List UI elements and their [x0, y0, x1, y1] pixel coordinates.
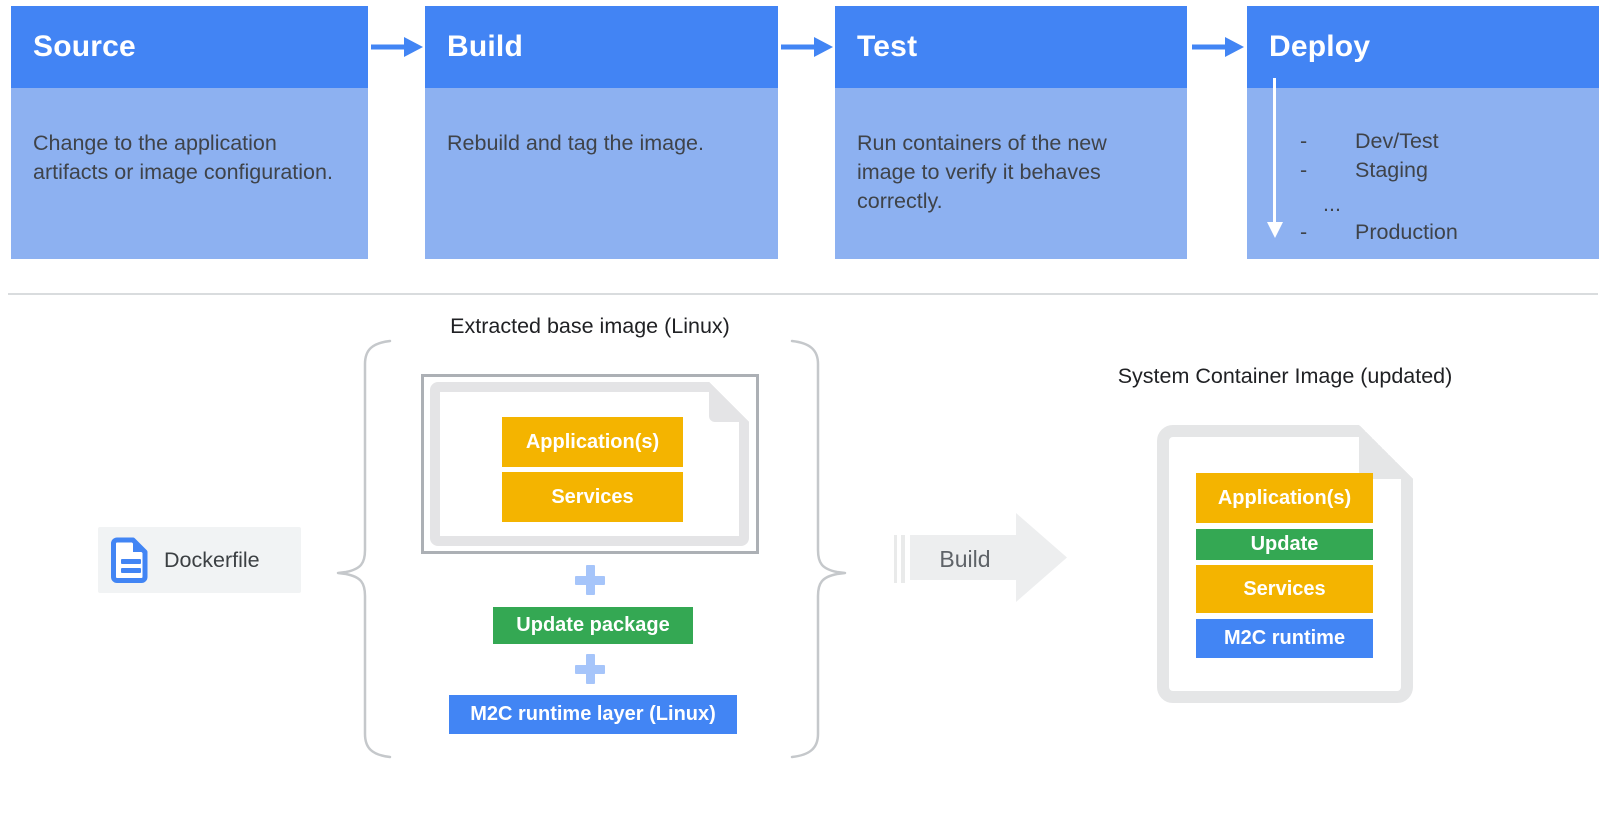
stage-title-build: Build: [425, 6, 778, 88]
arrow-right-icon: [781, 37, 833, 57]
layer-services: Services: [502, 472, 683, 522]
left-curly-brace: [336, 339, 392, 759]
system-container-image-title: System Container Image (updated): [1117, 364, 1453, 388]
update-package-box: Update package: [493, 607, 693, 644]
arrow-right-icon: [371, 37, 423, 57]
stage-description-source: Change to the application artifacts or i…: [11, 88, 368, 259]
stage-card-test: Test Run containers of the new image to …: [835, 6, 1187, 259]
bullet-dash: -: [1300, 158, 1308, 182]
dockerfile-chip: Dockerfile: [98, 527, 301, 593]
document-file-icon: [111, 537, 148, 583]
folded-corner-icon: [1359, 425, 1413, 479]
stage-title-source: Source: [11, 6, 368, 88]
system-container-image-document: [1157, 425, 1413, 703]
m2c-runtime-layer-box: M2C runtime layer (Linux): [449, 695, 737, 734]
deploy-env-dev-test: Dev/Test: [1355, 129, 1439, 153]
stage-title-test: Test: [835, 6, 1187, 88]
build-arrow-label: Build: [939, 546, 991, 572]
plus-icon: [575, 565, 605, 595]
plus-icon: [575, 654, 605, 684]
bullet-dash: -: [1300, 220, 1308, 244]
layer-applications: Application(s): [502, 417, 683, 467]
right-curly-brace: [790, 339, 847, 759]
stage-description-build: Rebuild and tag the image.: [425, 88, 778, 259]
folded-corner-icon: [709, 382, 749, 422]
stage-title-deploy: Deploy: [1247, 6, 1599, 88]
deploy-env-production: Production: [1355, 220, 1458, 244]
result-layer-m2c-runtime: M2C runtime: [1196, 619, 1373, 658]
deploy-env-ellipsis: ...: [1323, 192, 1341, 216]
section-divider: [8, 293, 1598, 295]
stage-card-source: Source Change to the application artifac…: [11, 6, 368, 259]
result-layer-applications: Application(s): [1196, 473, 1373, 523]
stage-card-deploy: Deploy - Dev/Test - Staging ... - Produc…: [1247, 6, 1599, 259]
result-layer-services: Services: [1196, 565, 1373, 613]
bullet-dash: -: [1300, 129, 1308, 153]
deploy-down-arrow-icon: [1266, 222, 1283, 238]
stage-card-build: Build Rebuild and tag the image.: [425, 6, 778, 259]
result-layer-update: Update: [1196, 529, 1373, 560]
deploy-down-arrow-line: [1273, 78, 1276, 224]
deploy-env-staging: Staging: [1355, 158, 1428, 182]
stage-body-deploy: [1247, 88, 1599, 259]
extracted-base-image-title: Extracted base image (Linux): [450, 314, 730, 338]
arrow-right-icon: [1192, 37, 1244, 57]
stage-description-test: Run containers of the new image to verif…: [835, 88, 1187, 259]
dockerfile-label: Dockerfile: [164, 547, 260, 572]
build-arrow-icon: [894, 513, 1067, 602]
